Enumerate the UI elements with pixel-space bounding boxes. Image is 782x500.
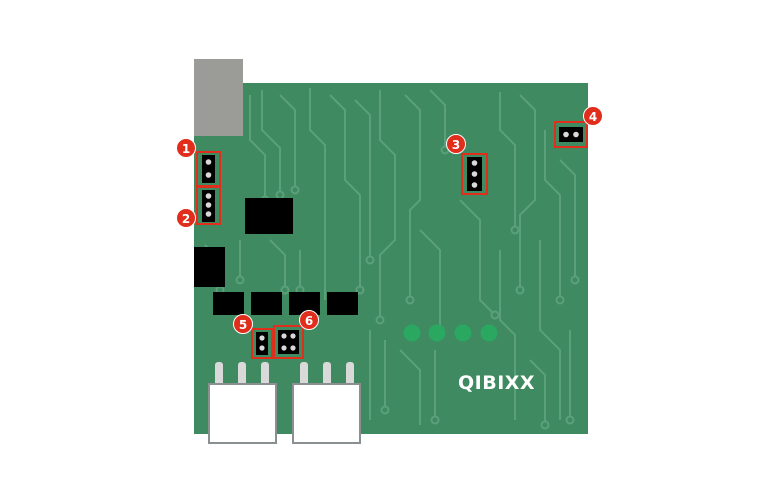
marker-2: 2 — [176, 208, 196, 228]
marker-1: 1 — [176, 138, 196, 158]
marker-3: 3 — [446, 134, 466, 154]
jumper-6 — [273, 325, 304, 359]
led-1 — [403, 324, 421, 342]
led-4 — [480, 324, 498, 342]
board-label: QIBIXX — [458, 372, 536, 394]
jumper-2 — [196, 186, 221, 225]
pin-connector-left — [208, 362, 277, 444]
jumper-4 — [554, 121, 588, 148]
jumper-5 — [251, 328, 273, 359]
marker-6: 6 — [299, 310, 319, 330]
usb-connector — [194, 59, 243, 136]
circuit-traces — [204, 88, 576, 425]
chip-small-3 — [289, 292, 320, 315]
led-3 — [454, 324, 472, 342]
jumper-3 — [461, 153, 488, 195]
chip-small-4 — [327, 292, 358, 315]
pin-connector-right — [292, 362, 361, 444]
chip-small-1 — [213, 292, 244, 315]
chip-main — [245, 198, 293, 234]
led-2 — [428, 324, 446, 342]
marker-5: 5 — [233, 314, 253, 334]
chip-small-2 — [251, 292, 282, 315]
chip-side — [194, 247, 225, 287]
marker-4: 4 — [583, 106, 603, 126]
pcb-board — [194, 83, 588, 434]
